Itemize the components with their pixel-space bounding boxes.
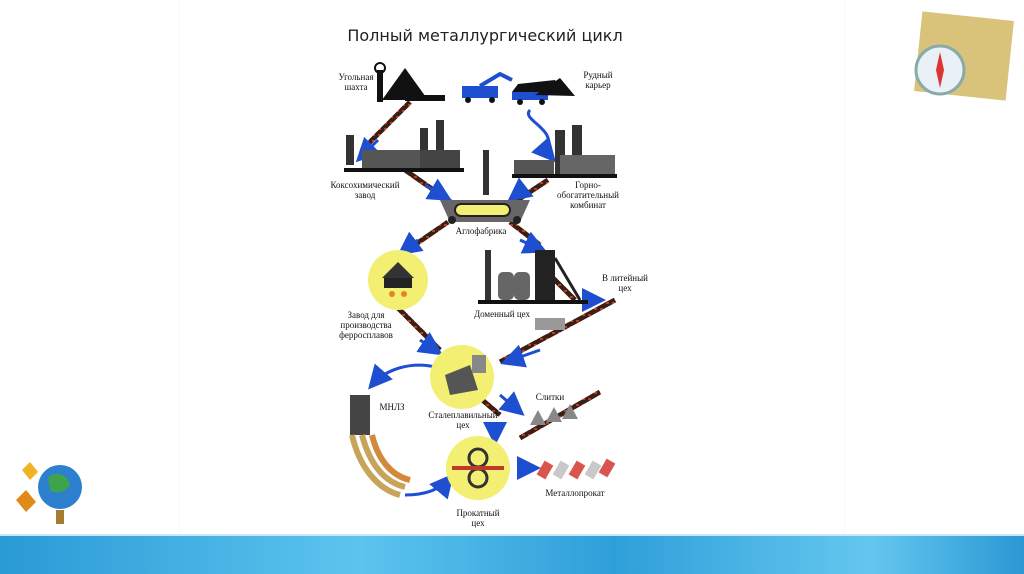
foundry-label: В литейный цех <box>602 273 648 293</box>
ore-quarry-label: Рудный карьер <box>583 70 613 90</box>
steel-shop-label: Сталеплавильный цех <box>428 410 498 430</box>
ore-truck-icon <box>512 78 575 105</box>
globe-icon <box>16 462 82 524</box>
ingots-label: Слитки <box>535 392 565 402</box>
mnlz-label: МНЛЗ <box>379 402 405 412</box>
blast-furnace-label: Доменный цех <box>473 309 531 319</box>
flow-arrows <box>355 108 606 500</box>
ferroalloy-label: Завод для производства ферросплавов <box>339 310 393 340</box>
agglo-label: Аглофабрика <box>455 226 507 236</box>
blast-furnace-icon <box>478 250 588 330</box>
footer-divider <box>0 534 1024 536</box>
rolling-label: Прокатный цех <box>456 508 500 528</box>
mining-plant-icon <box>512 125 617 178</box>
mnlz-icon <box>349 395 411 498</box>
content-panel <box>180 0 844 534</box>
steel-shop-icon <box>430 345 494 409</box>
rolling-mill-icon <box>446 436 510 500</box>
excavator-icon <box>462 71 513 103</box>
metal-products-icon <box>536 458 616 480</box>
diagram-title: Полный металлургический цикл <box>347 26 623 45</box>
metal-products-label: Металлопрокат <box>545 488 605 498</box>
mining-plant-label: Горно- обогатительный комбинат <box>557 180 619 210</box>
coke-plant-label: Коксохимический завод <box>330 180 400 200</box>
agglo-factory-icon <box>440 150 530 224</box>
ingots-icon <box>530 404 578 425</box>
coke-plant-icon <box>344 120 464 172</box>
coal-mine-icon <box>374 62 445 102</box>
coal-mine-label: Угольная шахта <box>338 72 374 92</box>
compass-icon <box>914 11 1014 101</box>
ferroalloy-plant-icon <box>368 250 428 310</box>
footer-band <box>0 534 1024 574</box>
